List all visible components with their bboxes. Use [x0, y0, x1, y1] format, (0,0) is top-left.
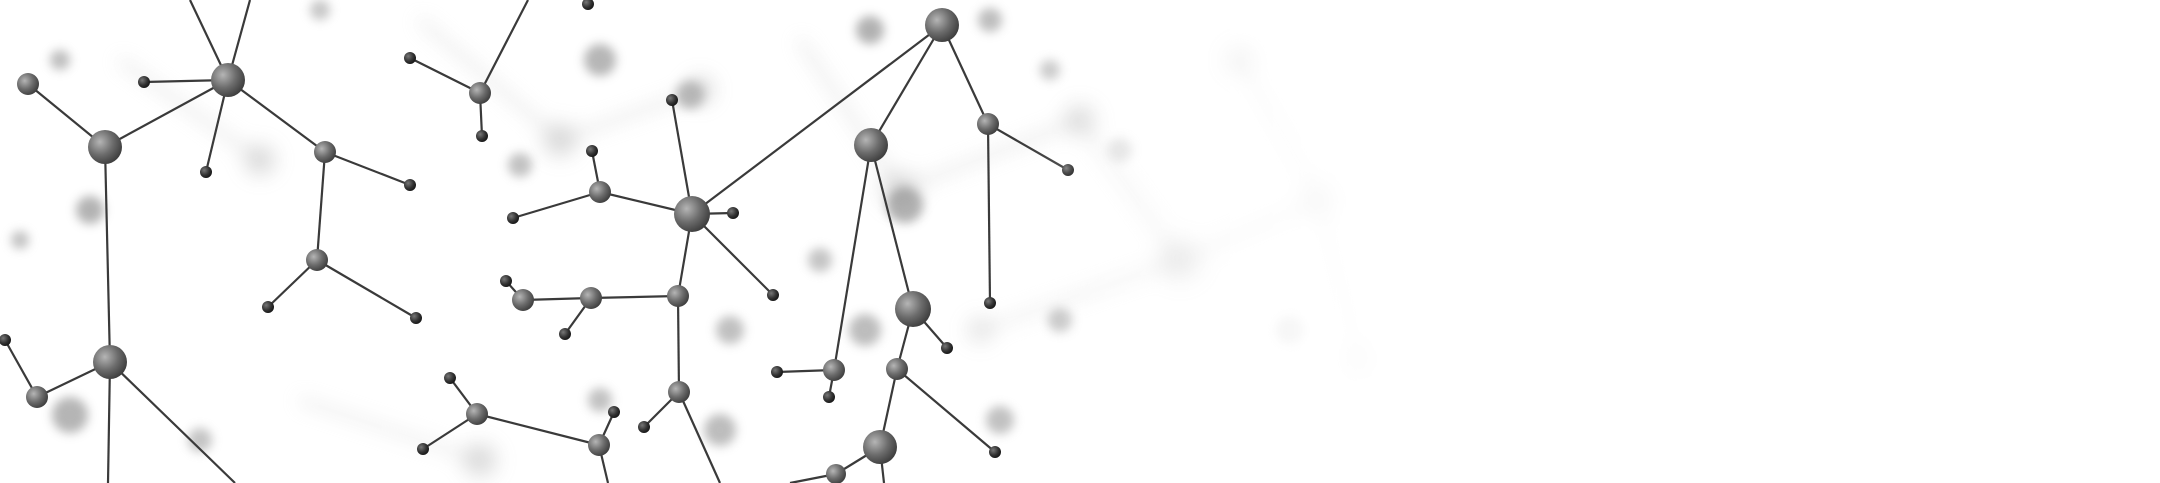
right-fade-overlay	[1020, 0, 1440, 483]
medium-atoms	[17, 73, 999, 483]
small-atoms	[0, 0, 1074, 458]
large-atoms	[88, 8, 959, 464]
blank-right-area	[1440, 0, 2160, 483]
bond-lines	[4, 0, 1069, 483]
foreground-molecules	[0, 0, 1074, 483]
